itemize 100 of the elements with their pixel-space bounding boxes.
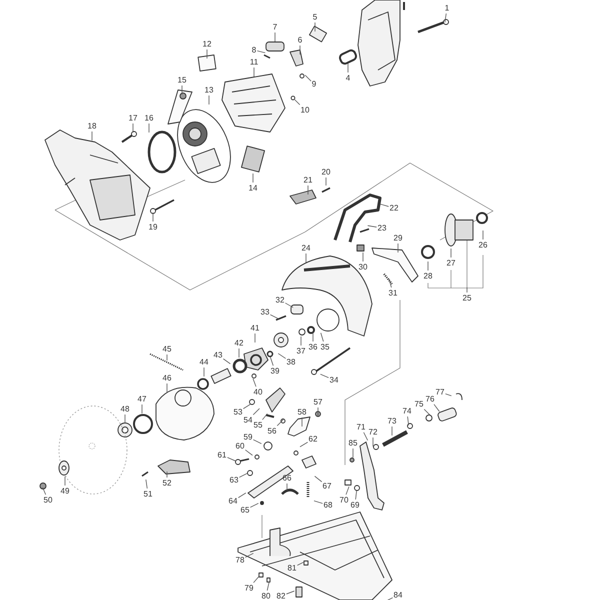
leader-line [320, 332, 324, 342]
leader-line [242, 404, 252, 410]
leader-line [284, 302, 294, 308]
leader-line [146, 479, 148, 489]
callout-number: 55 [254, 420, 262, 430]
callout-number: 63 [230, 476, 238, 484]
callout-number: 51 [144, 490, 152, 498]
leader-line [252, 378, 256, 387]
callout-number: 5 [312, 12, 318, 22]
leader-line [166, 383, 168, 393]
leader-line [320, 374, 329, 378]
callout-number: 10 [300, 106, 310, 114]
leader-line [166, 471, 168, 478]
leader-line [208, 95, 210, 105]
leader-line [300, 442, 308, 448]
callout-number: 4 [346, 74, 350, 82]
leader-line [274, 32, 276, 42]
leader-line [444, 13, 447, 23]
callout-number: 71 [356, 422, 366, 432]
callout-number: 50 [44, 496, 52, 504]
leader-line [466, 287, 468, 293]
leader-line [124, 414, 126, 424]
leader-line [132, 123, 134, 133]
callout-number: 85 [348, 438, 358, 448]
leader-line [148, 123, 150, 133]
callout-number: 76 [426, 394, 434, 404]
leader-line [300, 336, 302, 346]
callout-number: 38 [286, 358, 296, 366]
leader-line [312, 332, 314, 342]
callout-number: 6 [298, 36, 302, 44]
leader-line [262, 413, 268, 420]
leader-line [253, 576, 260, 584]
callout-number: 52 [162, 478, 172, 488]
callout-number: 61 [218, 450, 226, 460]
callout-number: 64 [228, 496, 238, 506]
leader-line [152, 212, 154, 222]
callout-number: 57 [314, 398, 322, 406]
leader-line [244, 552, 254, 558]
leader-line [346, 486, 350, 495]
callout-number: 40 [254, 388, 262, 396]
leader-line [355, 490, 357, 500]
callout-number: 49 [60, 486, 70, 496]
callout-number: 14 [248, 184, 258, 192]
callout-number: 42 [234, 338, 244, 348]
leader-line [352, 448, 354, 458]
callout-number: 26 [478, 240, 488, 250]
leader-line [278, 353, 286, 359]
callout-number: 47 [138, 394, 146, 404]
callout-number: 79 [244, 584, 254, 592]
callout-number: 62 [308, 434, 318, 444]
leader-line [286, 590, 295, 594]
callout-number: 1 [444, 4, 450, 12]
leader-line [252, 173, 254, 183]
callout-number: 15 [178, 76, 186, 84]
callout-number: 16 [144, 114, 154, 122]
callout-number: 59 [244, 432, 252, 442]
leader-line [380, 204, 389, 207]
callout-number: 31 [388, 288, 398, 298]
callout-number: 58 [298, 408, 306, 416]
leader-line [244, 450, 253, 456]
leader-line [206, 49, 208, 59]
leader-line [250, 502, 259, 508]
callout-number: 30 [358, 262, 368, 272]
leader-line [222, 358, 231, 364]
leader-line [482, 230, 484, 240]
callout-number: 28 [424, 272, 432, 280]
callout-number: 21 [304, 176, 312, 184]
callout-number: 75 [414, 400, 424, 408]
leader-line [256, 50, 266, 54]
leader-line [296, 562, 304, 566]
callout-number: 36 [308, 342, 318, 352]
leader-line [304, 74, 312, 82]
callout-number: 35 [320, 342, 330, 352]
callout-number: 7 [272, 22, 278, 32]
callout-number: 33 [260, 308, 270, 316]
leader-line [294, 99, 300, 106]
callout-number: 45 [162, 344, 172, 354]
callout-number: 77 [436, 388, 444, 396]
callout-number: 60 [236, 442, 244, 450]
callout-number: 74 [402, 406, 412, 416]
leader-line [314, 500, 323, 504]
callout-number: 46 [162, 374, 172, 382]
callout-number: 81 [288, 564, 296, 572]
leader-line [254, 333, 256, 343]
leader-line [166, 354, 168, 361]
leader-line [314, 476, 322, 482]
leader-line [372, 437, 374, 447]
callout-number: 12 [202, 40, 212, 48]
callout-number: 54 [244, 416, 252, 424]
leader-line [276, 419, 284, 426]
leader-line [407, 416, 409, 426]
leader-line [363, 432, 368, 441]
callout-number: 84 [394, 590, 402, 600]
leader-line [252, 439, 262, 444]
callout-number: 24 [302, 244, 310, 252]
callout-number: 72 [368, 428, 378, 436]
callout-number: 34 [330, 376, 338, 384]
callout-number: 29 [394, 234, 402, 242]
leader-line [266, 581, 270, 591]
callout-number: 25 [462, 294, 472, 302]
